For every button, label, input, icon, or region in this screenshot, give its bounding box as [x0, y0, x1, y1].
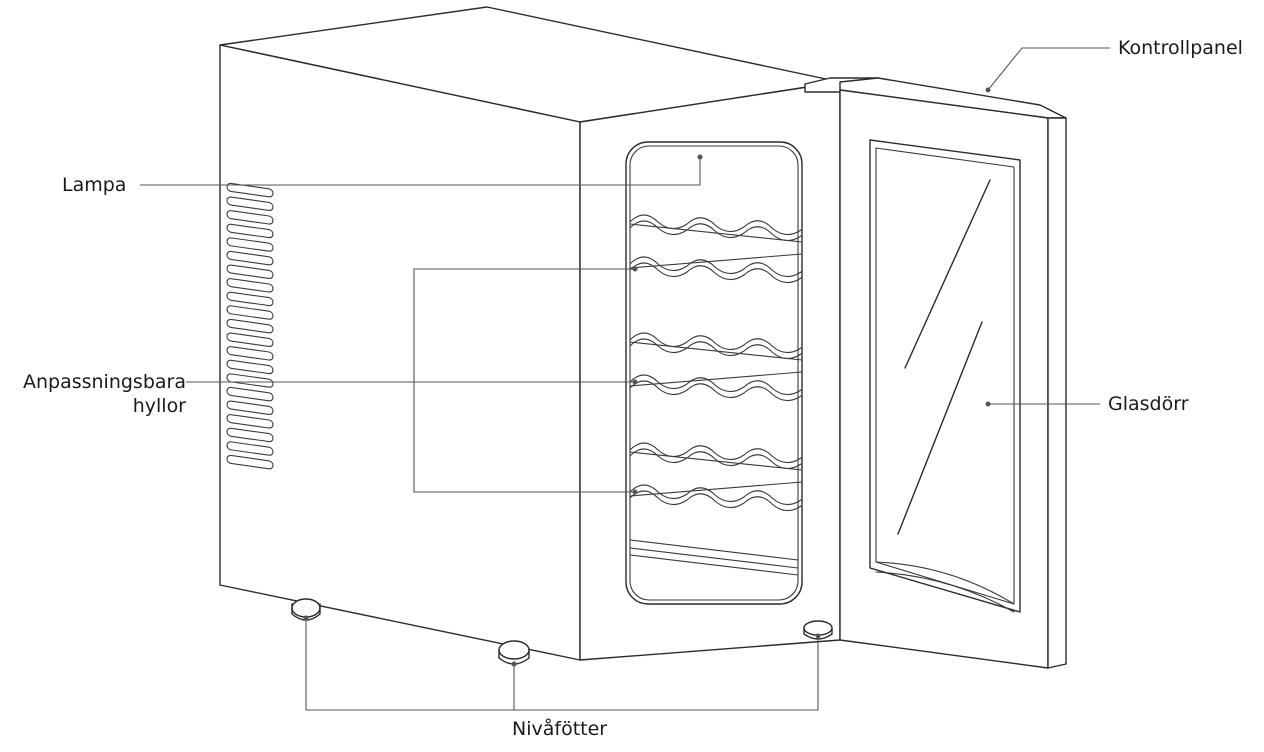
wine-shelf: [629, 214, 803, 284]
vent-slot: [226, 182, 274, 198]
cabinet-body: [219, 6, 879, 661]
vent-slot: [226, 318, 274, 334]
vent-slot: [226, 332, 274, 348]
vent-slot: [226, 237, 274, 252]
vent-slot: [226, 346, 274, 361]
vent-slot: [226, 400, 274, 416]
glass-door-panel: [839, 77, 1067, 669]
label-adjustable-shelves-line1: Anpassningsbara: [22, 371, 186, 393]
label-adjustable-shelves: Anpassningsbara hyllor: [6, 370, 186, 418]
vent-slot: [226, 264, 274, 280]
label-glass-door: Glasdörr: [1108, 393, 1189, 415]
vent-slot: [226, 196, 274, 212]
wine-shelf: [629, 442, 803, 512]
vent-slot: [226, 454, 274, 470]
vent-slot: [226, 223, 274, 239]
vent-slot: [226, 278, 274, 293]
wine-shelves: [629, 214, 803, 512]
vent-slot: [226, 427, 274, 443]
vent-slot: [226, 250, 274, 266]
vent-slot: [226, 359, 274, 375]
label-leveling-feet: Nivåfötter: [512, 718, 608, 740]
front-window: [625, 141, 803, 605]
vent-slot: [226, 210, 274, 225]
side-vents: [226, 182, 274, 470]
label-adjustable-shelves-line2: hyllor: [132, 395, 186, 417]
label-lamp: Lampa: [62, 174, 127, 196]
vent-slot: [226, 414, 274, 429]
vent-slot: [226, 441, 274, 456]
wine-shelf: [629, 332, 803, 402]
vent-slot: [226, 305, 274, 320]
vent-slot: [226, 291, 274, 307]
vent-slot: [226, 373, 274, 388]
label-control-panel: Kontrollpanel: [1118, 37, 1243, 59]
leader-lines: [140, 47, 1110, 711]
vent-slot: [226, 386, 274, 402]
leveling-feet: [291, 598, 833, 665]
